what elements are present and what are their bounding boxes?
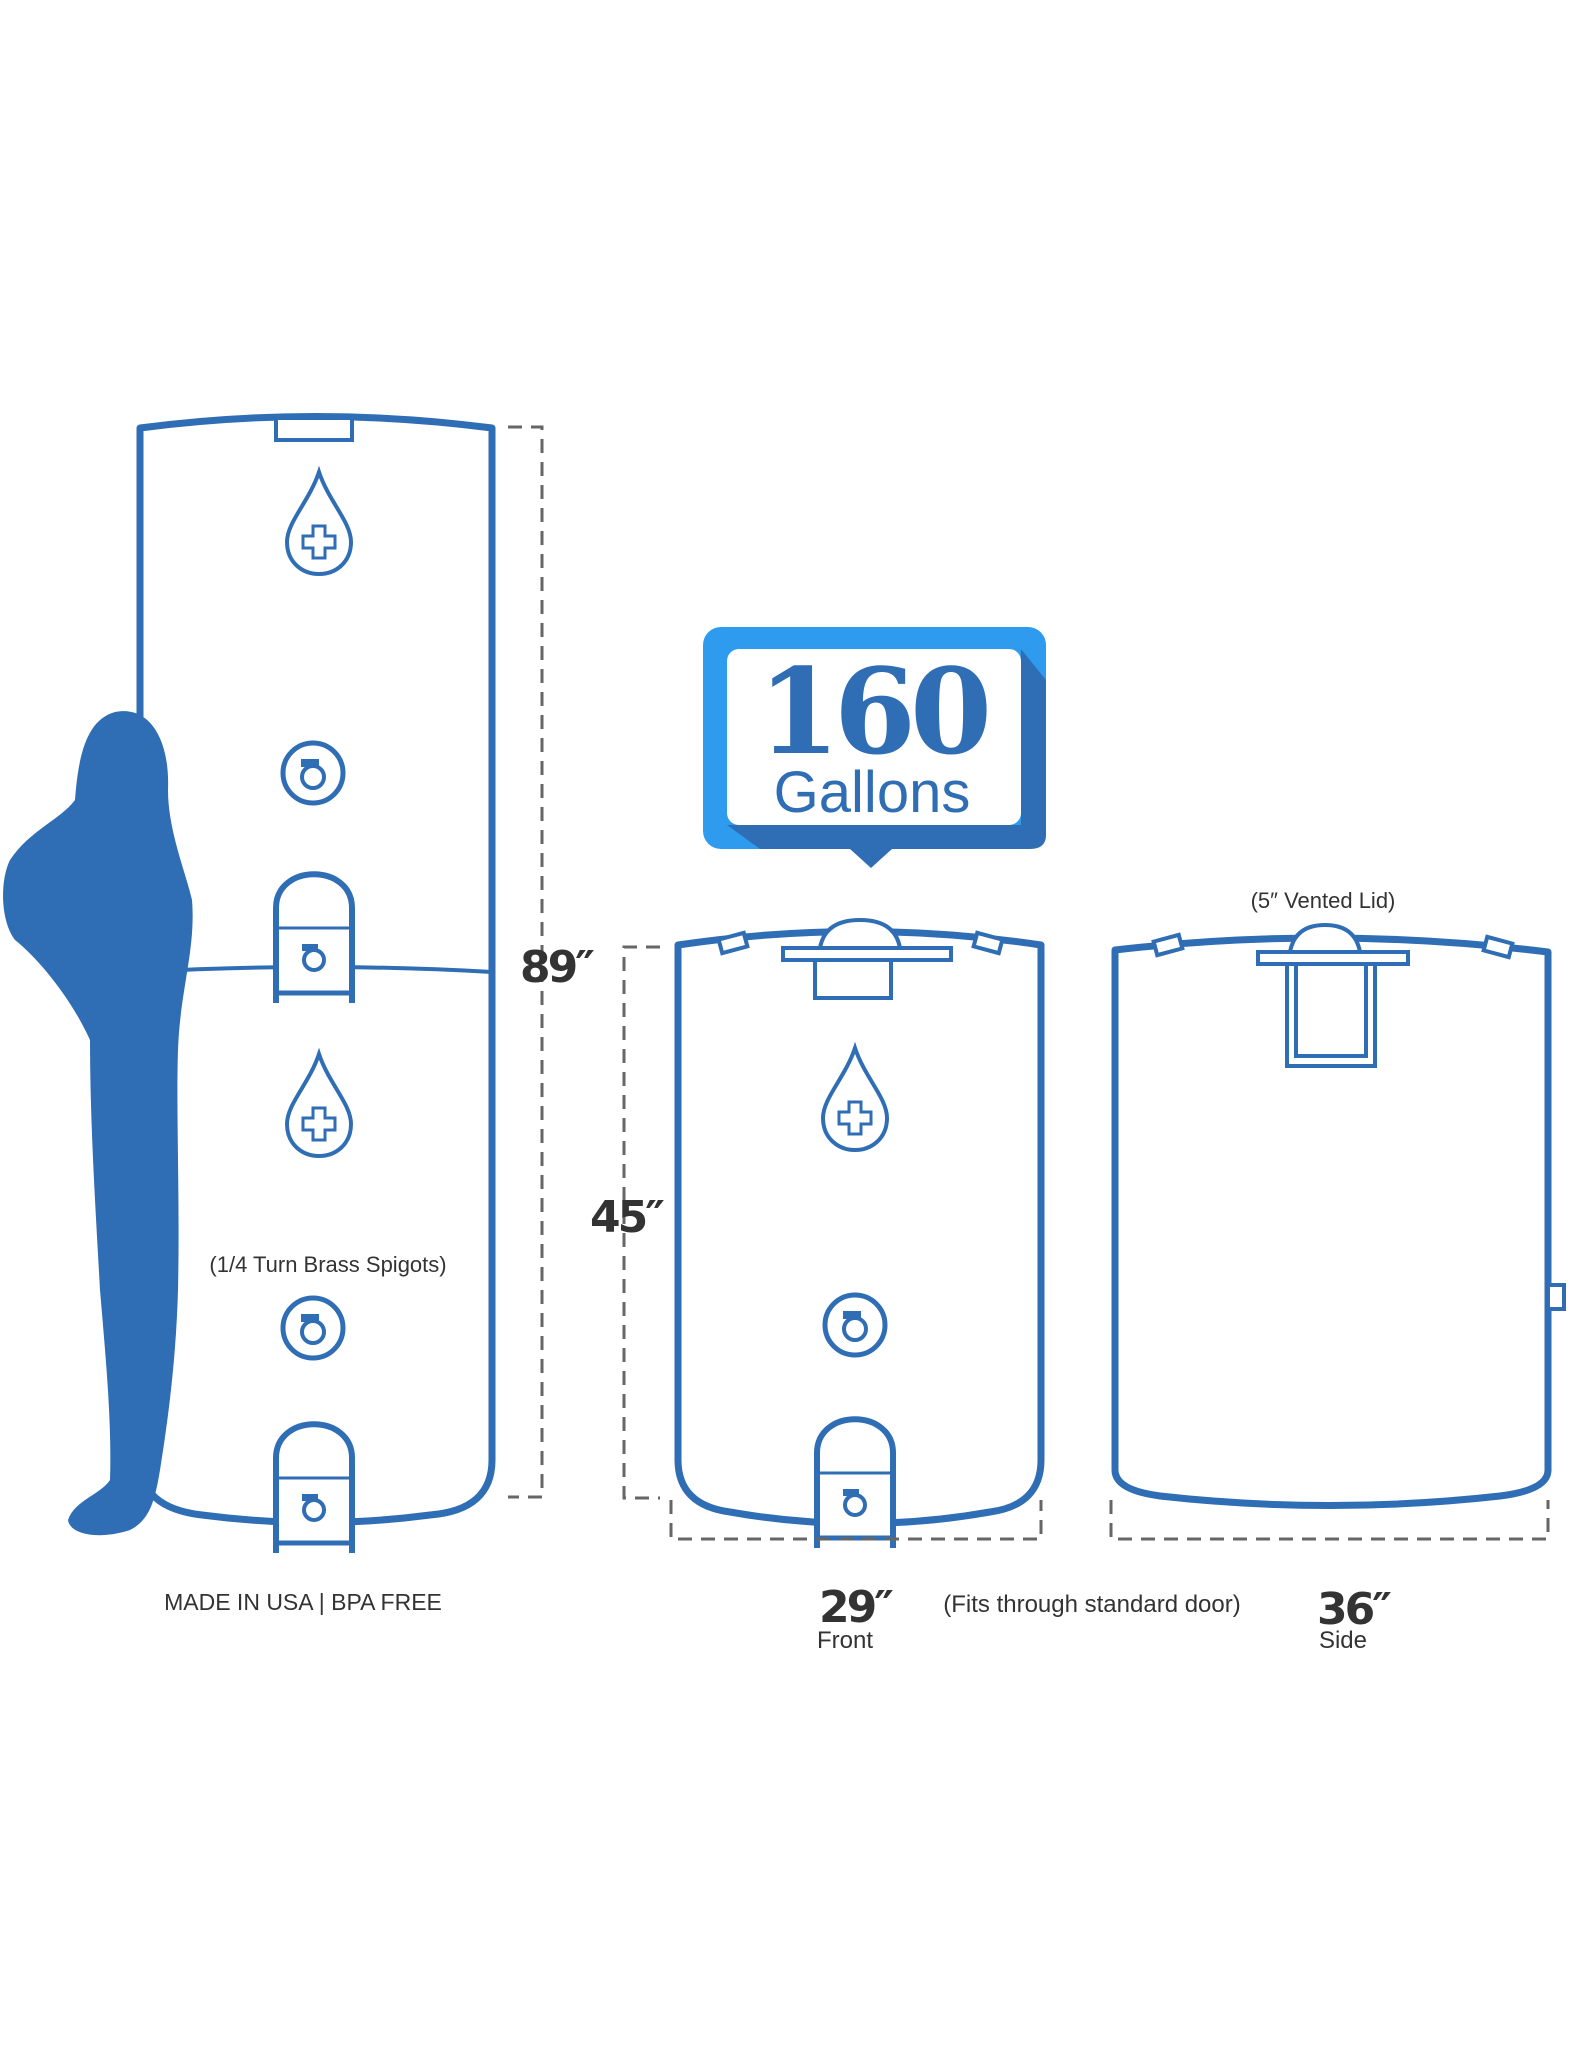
side-view-tank [1111, 922, 1566, 1509]
front-view-tank [674, 917, 1045, 1548]
spigot-icon [283, 1298, 343, 1358]
made-in-usa-label: MADE IN USA | BPA FREE [164, 1589, 442, 1615]
capacity-number: 160 [758, 642, 987, 781]
side-label: Side [1319, 1627, 1367, 1654]
spigot-door-icon [817, 1419, 893, 1548]
capacity-unit: Gallons [774, 760, 971, 825]
side-width-label: 36″ [1317, 1584, 1391, 1635]
capacity-badge: 160 Gallons [703, 627, 1046, 868]
stacked-height-label: 89″ [520, 942, 594, 993]
vented-lid-annotation: (5″ Vented Lid) [1251, 888, 1396, 913]
spigot-door-icon [276, 1424, 352, 1553]
front-width-label: 29″ [819, 1582, 893, 1633]
stacked-tanks [136, 413, 496, 1554]
spigots-annotation: (1/4 Turn Brass Spigots) [209, 1252, 446, 1277]
front-label: Front [817, 1627, 873, 1654]
tank-height-label: 45″ [590, 1192, 664, 1243]
person-silhouette [3, 711, 193, 1536]
side-width-dimension-line [1109, 1500, 1550, 1541]
spigot-icon [825, 1295, 885, 1355]
tank-height-dimension-line [622, 945, 660, 1500]
spigot-icon [283, 743, 343, 803]
door-fit-note: (Fits through standard door) [943, 1591, 1240, 1618]
spigot-door-icon [276, 874, 352, 1003]
